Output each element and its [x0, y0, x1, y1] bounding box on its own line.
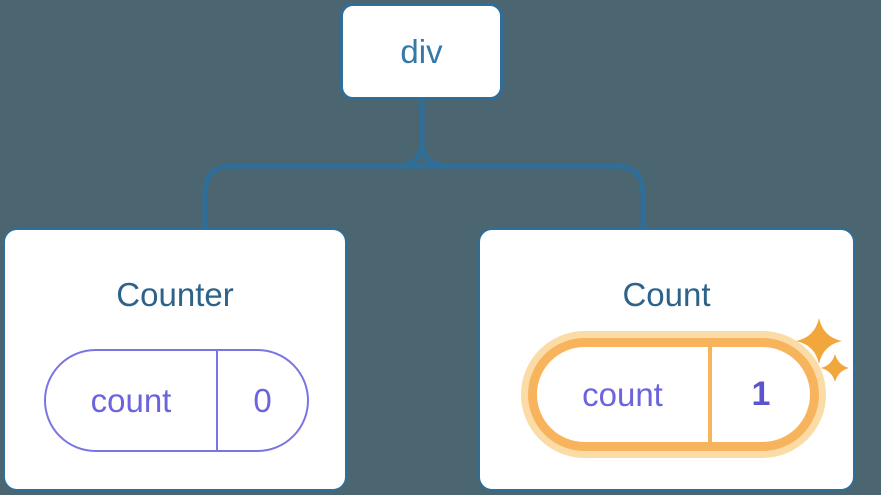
tree-node-div: div — [340, 3, 503, 100]
state-value: 0 — [253, 381, 272, 419]
sparkle-icon — [796, 318, 849, 382]
stem-left-fillet-line — [395, 100, 425, 169]
sparkle-small-icon — [821, 354, 849, 382]
sparkle-large-icon — [796, 318, 842, 364]
branch-rail-line — [202, 163, 646, 228]
component-title: Counter — [116, 276, 234, 313]
tree-node-count-card: Count count 1 — [478, 228, 855, 491]
state-key-label: count — [537, 347, 712, 442]
state-value: 1 — [751, 375, 771, 413]
stem-right-fillet-line — [419, 100, 449, 169]
state-key-label: count — [46, 351, 218, 450]
component-title: Count — [622, 276, 711, 313]
root-node-label: div — [400, 32, 443, 70]
state-pill: count 0 — [44, 349, 309, 452]
state-pill-highlighted: count 1 — [528, 338, 819, 451]
tree-node-counter-card: Counter count 0 — [3, 228, 347, 491]
